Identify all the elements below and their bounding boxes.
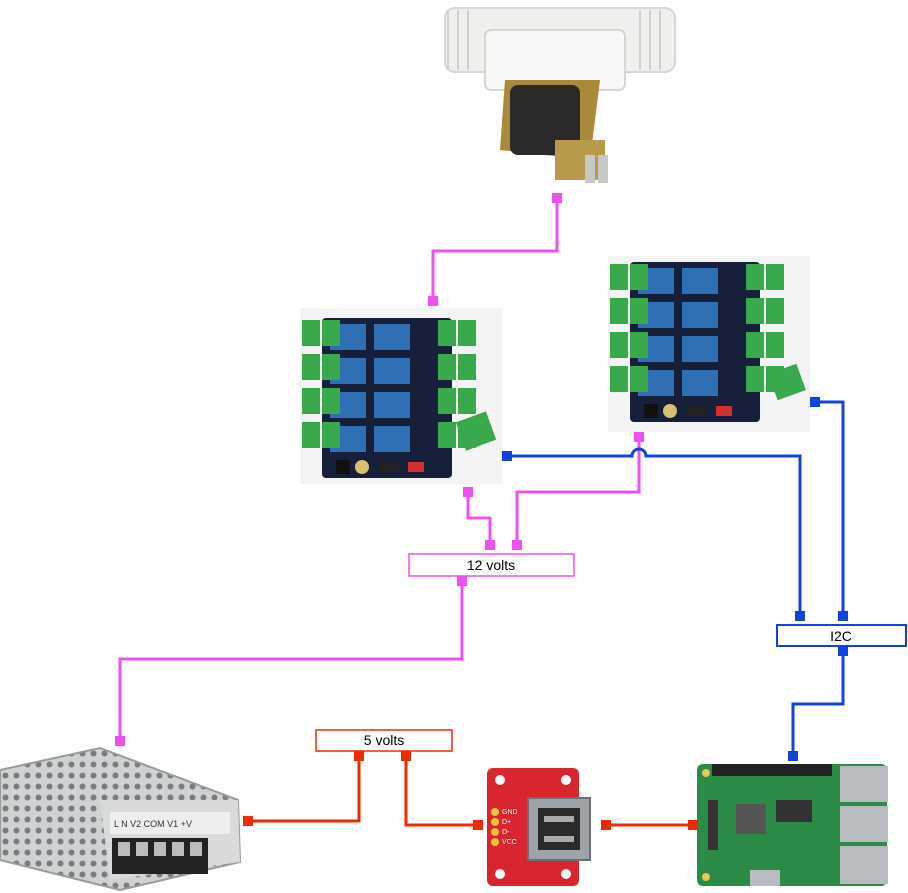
psu-terminal-labels: L N V2 COM V1 +V <box>114 819 192 829</box>
label-12-volts: 12 volts <box>408 553 575 577</box>
label-i2c-text: I2C <box>830 628 852 644</box>
usb-pin-gnd: GND <box>502 809 518 816</box>
wires-5v <box>248 756 693 827</box>
label-5-volts-text: 5 volts <box>364 732 404 748</box>
label-i2c: I2C <box>776 624 907 647</box>
solenoid-valve <box>444 7 676 183</box>
usb-pin-dplus: D+ <box>502 819 511 826</box>
wire-terminals-i2c <box>502 397 848 761</box>
power-supply: L N V2 COM V1 +V <box>0 746 242 892</box>
usb-breakout-board: GND D+ D- VCC <box>487 768 591 886</box>
wires-12v <box>118 198 641 741</box>
label-12-volts-text: 12 volts <box>467 557 515 573</box>
wire-terminals-12v <box>115 193 644 746</box>
usb-pin-dminus: D- <box>502 829 510 836</box>
raspberry-pi <box>697 764 888 886</box>
label-5-volts: 5 volts <box>315 729 453 752</box>
wire-terminals-5v <box>243 751 698 830</box>
wires-i2c <box>507 400 845 756</box>
relay-board-1 <box>300 308 502 484</box>
relay-board-2 <box>608 256 810 432</box>
usb-pin-vcc: VCC <box>502 839 517 846</box>
